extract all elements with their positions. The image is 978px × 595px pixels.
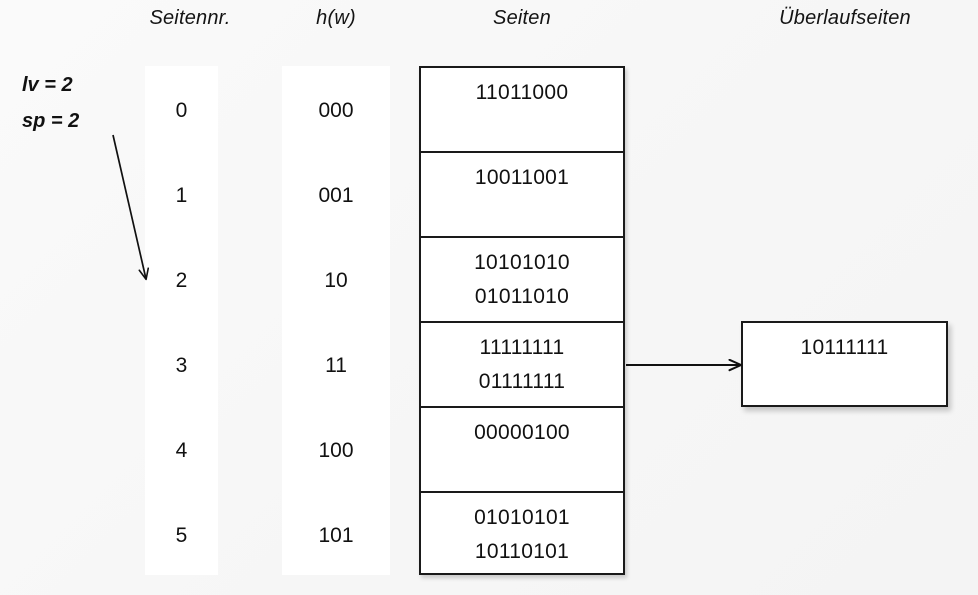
hw-value-0: 000: [318, 99, 354, 122]
seiten-page-4-line-0: 00000100: [474, 421, 570, 444]
sp-pointer-arrow: [112, 134, 146, 279]
seitennr-value-4: 4: [175, 439, 188, 462]
seiten-page-3: 11111111 01111111: [421, 323, 623, 408]
column-header-seitennr: Seitennr.: [149, 7, 231, 29]
seiten-page-0: 11011000: [421, 68, 623, 153]
seiten-page-1: 10011001: [421, 153, 623, 238]
column-header-ueberlaufseiten: Überlaufseiten: [779, 7, 911, 29]
hw-value-4: 100: [318, 439, 354, 462]
seiten-page-5-line-0: 01010101: [474, 506, 570, 529]
param-lv-label: lv = 2: [22, 74, 73, 96]
seiten-table: 11011000 10011001 10101010 01011010 1111…: [419, 66, 625, 575]
column-header-hw: h(w): [316, 7, 356, 29]
seitennr-column-strip: [145, 66, 218, 575]
hw-value-3: 11: [325, 354, 347, 377]
hw-column-strip: [282, 66, 390, 575]
seitennr-value-3: 3: [175, 354, 188, 377]
hw-value-5: 101: [318, 524, 354, 547]
seitennr-value-2: 2: [175, 269, 188, 292]
seiten-page-3-line-1: 01111111: [478, 370, 566, 393]
hw-value-1: 001: [318, 184, 354, 207]
seiten-page-5: 01010101 10110101: [421, 493, 623, 577]
seiten-page-5-line-1: 10110101: [474, 540, 570, 563]
seiten-page-4: 00000100: [421, 408, 623, 493]
seitennr-value-1: 1: [175, 184, 188, 207]
seiten-page-3-line-0: 11111111: [479, 336, 565, 359]
column-header-seiten: Seiten: [493, 7, 551, 29]
seiten-page-2-line-1: 01011010: [474, 285, 570, 308]
hw-value-2: 10: [324, 269, 348, 292]
seiten-page-2-line-0: 10101010: [474, 251, 570, 274]
seiten-page-2: 10101010 01011010: [421, 238, 623, 323]
seiten-page-1-line-0: 10011001: [474, 166, 570, 189]
seiten-page-0-line-0: 11011000: [475, 81, 569, 104]
overflow-page-bits: 10111111: [800, 336, 889, 359]
seitennr-value-5: 5: [175, 524, 188, 547]
param-sp-label: sp = 2: [22, 110, 80, 132]
overflow-page-box: 10111111: [741, 321, 948, 407]
seitennr-value-0: 0: [175, 99, 188, 122]
